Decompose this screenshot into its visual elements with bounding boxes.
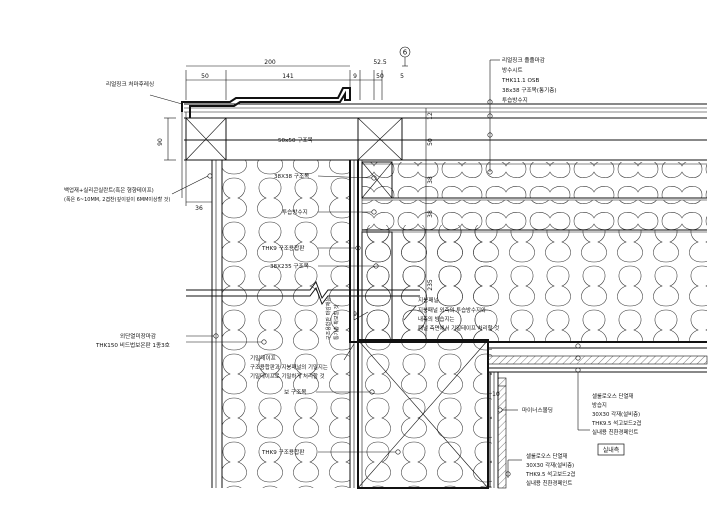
dim-90: 90 (157, 138, 164, 146)
label-backer-rod-1: 백업재+실리콘실란트(흑은 형향테이프) (64, 186, 154, 194)
label-ceiling-bottom-3: THK9.5 석고보드2겹 (525, 470, 575, 478)
label-zinc-flashing: 리얼징크 처마후레싱 (106, 80, 154, 88)
label-airtight-3: 기밀테이프로 기밀하게 처리할 것 (250, 372, 325, 380)
leader-lines (149, 59, 590, 478)
label-top-right-4: 38x38 구조목(통기층) (502, 86, 557, 94)
label-roof-panel-4: 패널 측면에서 기밀테이프 처리할 것 (418, 324, 499, 332)
label-stud-38x235: 38X235 구조목 (270, 263, 309, 270)
dim-9-left: 9 (353, 311, 357, 318)
label-top-right-3: THK11.1 OSB (501, 78, 539, 84)
label-roof-panel-1: 지붕패널 (418, 296, 439, 304)
label-ceiling-bottom-2: 30X30 각재(설비층) (526, 461, 574, 469)
label-osb-thk9-b: THK9 구조용합판 (261, 448, 304, 456)
label-stud-50x50: 50x50 구조목 (278, 137, 313, 144)
dim-235: 235 (427, 279, 434, 291)
dim-5: 5 (400, 73, 404, 80)
dim-36: 36 (195, 205, 203, 212)
dimension-lines (164, 65, 506, 387)
roof-insulation-upper (362, 162, 707, 198)
stud-50x50-left (185, 117, 227, 161)
stud-38x38-box (361, 161, 393, 199)
label-roof-panel-3: 내측의 방습지는 (418, 315, 454, 323)
stud-50x50-right (357, 117, 403, 161)
dim-200: 200 (264, 59, 276, 66)
dim-10: 10 (492, 391, 500, 398)
label-bead-board: THK150 비드법보온판 1종3호 (95, 341, 170, 349)
beam-block (357, 339, 489, 489)
dim-38-right-b: 38 (427, 210, 434, 218)
label-ceiling-bottom-1: 셀룰로오스 단열재 (526, 452, 567, 460)
ceiling-layers (487, 341, 708, 489)
label-top-right-2: 방수시트 (502, 66, 523, 74)
roof-layers (184, 103, 707, 233)
label-ceiling-right-1: 셀룰로오스 단열재 (592, 392, 633, 400)
label-top-right-5: 투습방수지 (502, 96, 528, 104)
label-ceiling-right-2: 방습지 (592, 401, 607, 409)
label-airtight-2: 구조용합판과 지붕패널의 기밀지는 (250, 363, 328, 371)
dim-50b: 50 (376, 73, 384, 80)
label-ceiling-right-3: 30X30 각재(설비층) (592, 410, 640, 418)
dim-50-right: 50 (427, 138, 434, 146)
zinc-flashing (181, 87, 351, 118)
label-ceiling-right-4: THK9.5 석고보드2겹 (591, 419, 641, 427)
label-top-right-1: 리얼징크 졸졸마감 (502, 56, 545, 64)
label-osb-thk9: THK9 구조용합판 (261, 244, 304, 252)
dim-38-right: 38 (427, 176, 434, 184)
roof-insulation-lower (362, 200, 707, 230)
leader-dots (207, 99, 581, 477)
label-vertical-note-1: 구조용합판 마감재는 (325, 297, 332, 340)
label-minus-molding: 마이너스몰딩 (522, 406, 553, 414)
label-backer-rod-2: (폭은 6~10MM, 2겹찬(깊이깊이 6MM이상할 것) (64, 196, 170, 203)
airtight-tape (349, 160, 500, 343)
label-ceiling-bottom-4: 실내용 친환경페인트 (526, 479, 572, 487)
label-exterior-finish: 외단열미장마감 (120, 332, 156, 340)
break-line (186, 280, 420, 300)
dim-141: 141 (282, 73, 294, 80)
wall-exterior-insulation (222, 160, 350, 488)
label-airtight-1: 기밀테이프 (250, 354, 276, 362)
section-mark: 6 (403, 49, 408, 57)
dim-52-5: 52.5 (373, 59, 387, 66)
label-vapor-barrier: 투습방수지 (282, 208, 308, 216)
interior-tag-box (597, 443, 625, 456)
label-beam: 보 구조목 (284, 389, 306, 396)
dim-12: 12 (427, 112, 434, 120)
interior-tag: 실내측 (603, 446, 620, 454)
label-roof-panel-2: 지붕패널 외측의 투습방수지와 (418, 306, 486, 314)
roof-insulation-panel (362, 230, 707, 342)
dim-50a: 50 (201, 73, 209, 80)
dim-9: 9 (353, 73, 357, 80)
label-stud-38x38: 38X38 구조목 (274, 173, 309, 180)
label-ceiling-right-5: 실내용 친환경페인트 (592, 428, 638, 436)
label-vertical-note-2: 통기층 확보할 것 (333, 304, 340, 340)
